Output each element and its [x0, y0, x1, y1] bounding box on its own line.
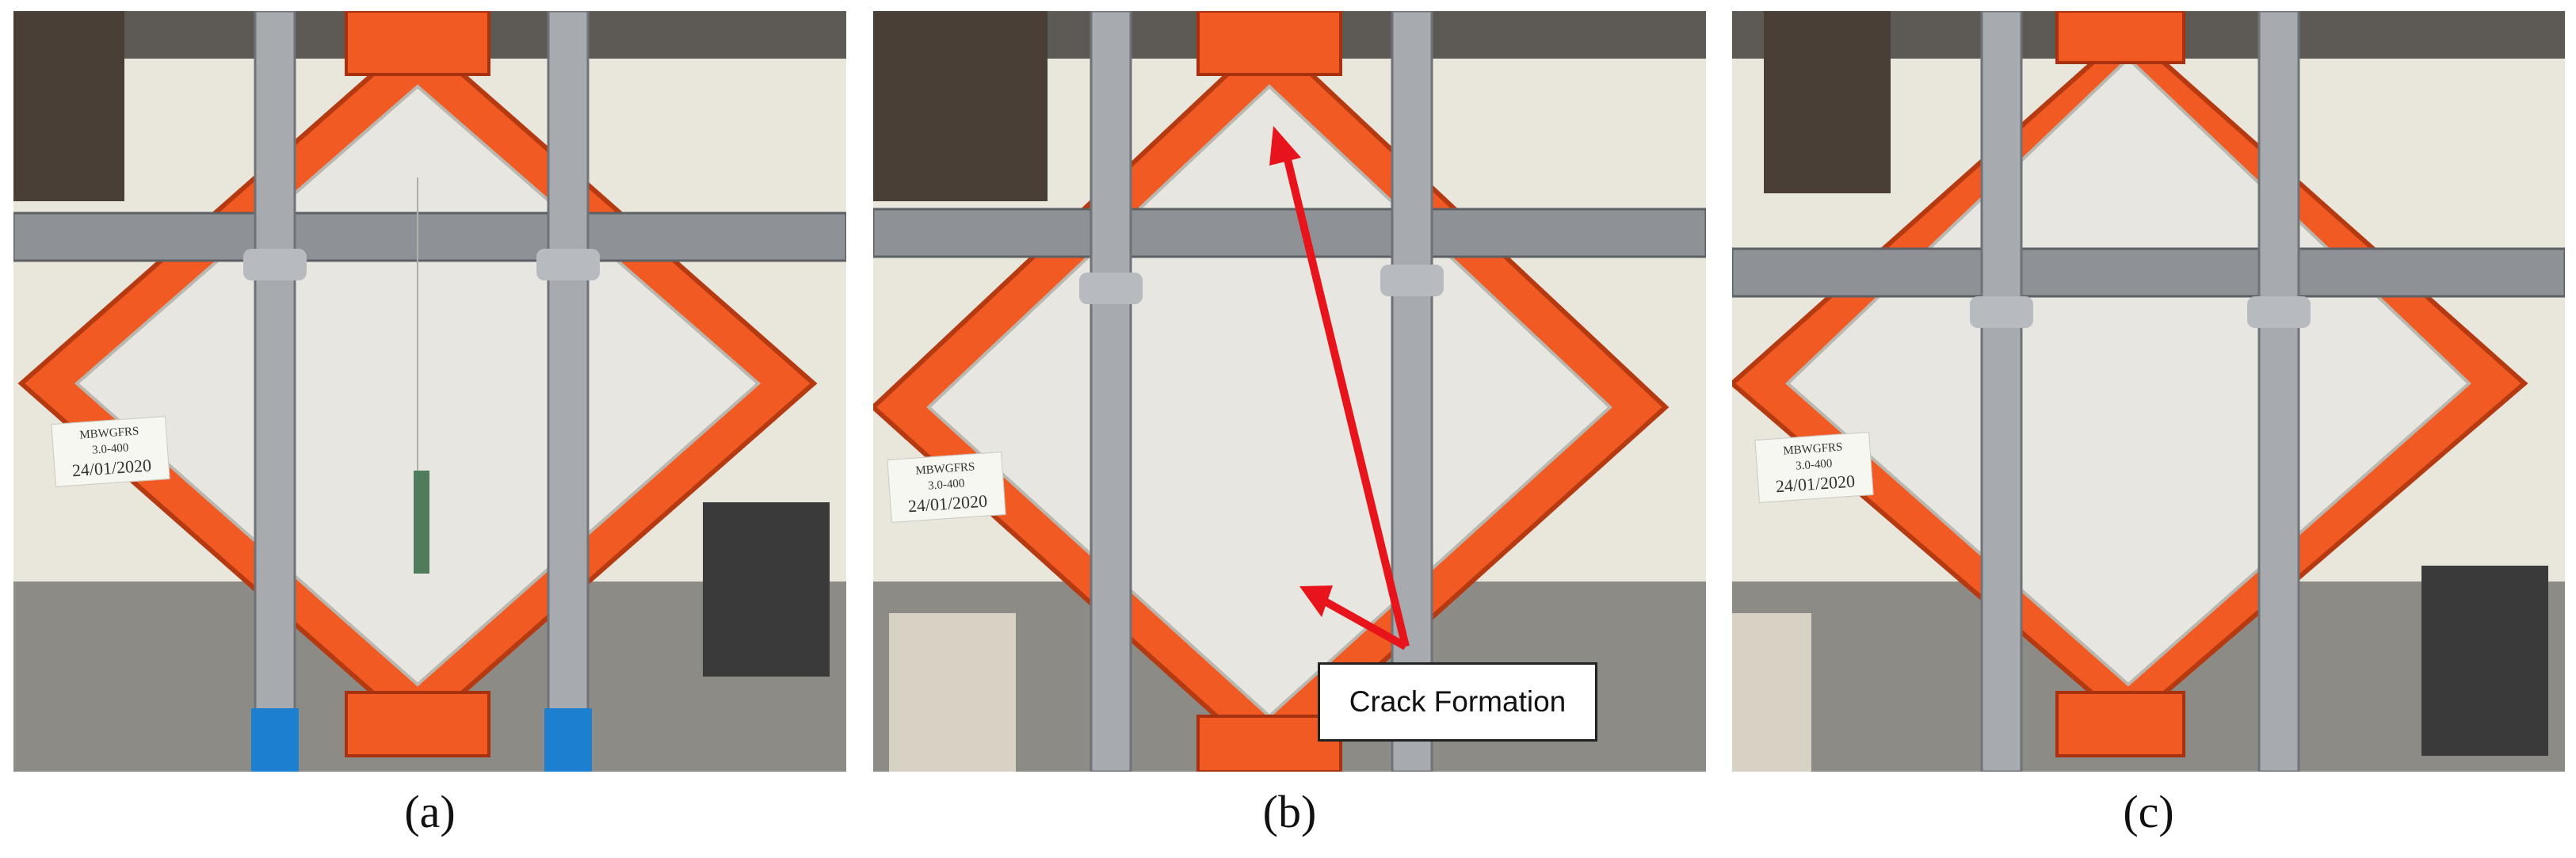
- specimen-label-c: MBWGFRS 3.0-400 24/01/2020: [1754, 432, 1874, 503]
- machine-background: [703, 502, 830, 677]
- bottom-loading-shoe: [2055, 691, 2185, 757]
- rod-nut-left: [243, 249, 307, 280]
- bottom-loading-shoe: [1196, 715, 1342, 772]
- board-background: [889, 613, 1016, 772]
- horizontal-steel-bar: [1732, 247, 2565, 298]
- blue-support-right: [544, 708, 592, 772]
- rod-nut-left: [1970, 296, 2033, 328]
- rod-nut-left: [1079, 273, 1143, 304]
- rod-nut-right: [2247, 296, 2311, 328]
- specimen-label-a: MBWGFRS 3.0-400 24/01/2020: [51, 416, 170, 487]
- threaded-rod-right: [547, 11, 590, 772]
- photo-panel-b: [873, 11, 1706, 772]
- blue-support-left: [251, 708, 299, 772]
- crack-arrow-head-lower: [1299, 585, 1333, 617]
- photo-panel-a: [13, 11, 846, 772]
- bottom-loading-shoe: [345, 691, 490, 757]
- crack-arrow-head-upper: [1269, 126, 1301, 166]
- top-loading-shoe: [345, 11, 490, 76]
- threaded-rod-left: [254, 11, 296, 772]
- rod-nut-right: [1380, 265, 1444, 296]
- left-railing: [1764, 11, 1891, 193]
- crack-formation-label: Crack Formation: [1318, 662, 1597, 742]
- panel-caption-b: (b): [1262, 786, 1317, 837]
- left-railing: [873, 11, 1048, 201]
- board-background: [1732, 613, 1811, 772]
- panel-caption-c: (c): [2123, 786, 2174, 837]
- panel-caption-a: (a): [404, 786, 456, 837]
- specimen-label-b: MBWGFRS 3.0-400 24/01/2020: [887, 452, 1006, 523]
- test-setup-photo-a: [13, 11, 846, 772]
- rod-nut-right: [536, 249, 600, 280]
- crack-arrow-line-lower: [1322, 597, 1408, 650]
- crack-arrow-line-upper: [1281, 148, 1410, 648]
- photo-panel-c: [1732, 11, 2565, 772]
- horizontal-steel-bar: [873, 208, 1706, 258]
- top-loading-shoe: [1196, 11, 1342, 76]
- test-setup-photo-c: [1732, 11, 2565, 772]
- threaded-rod-left: [1980, 11, 2023, 772]
- horizontal-steel-bar: [13, 212, 846, 262]
- left-railing: [13, 11, 124, 201]
- threaded-rod-right: [1391, 11, 1433, 772]
- threaded-rod-right: [2257, 11, 2300, 772]
- machine-background: [2421, 566, 2548, 756]
- test-setup-photo-b: [873, 11, 1706, 772]
- top-loading-shoe: [2055, 11, 2185, 64]
- lvdt-sensor: [414, 471, 429, 574]
- threaded-rod-left: [1090, 11, 1132, 772]
